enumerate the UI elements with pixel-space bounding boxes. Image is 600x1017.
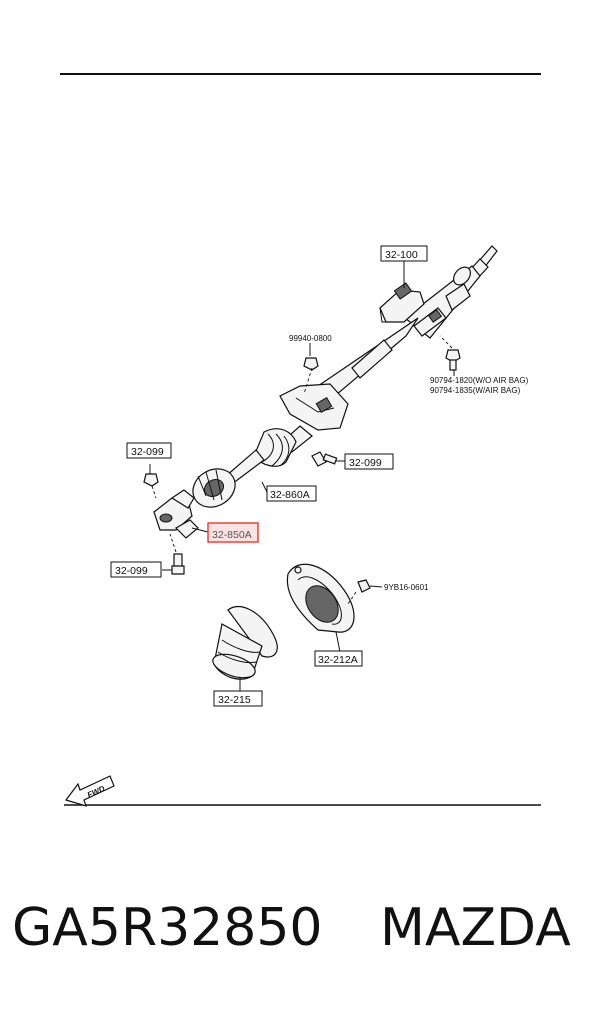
callout-32-099-left-bottom: 32-099 xyxy=(115,565,148,577)
brand-text: MAZDA xyxy=(380,898,571,958)
callout-32-215: 32-215 xyxy=(218,694,251,706)
bolt-32-099-left-top xyxy=(143,464,159,499)
callout-32-100: 32-100 xyxy=(385,249,418,261)
fwd-arrow-icon: FWD xyxy=(65,775,115,807)
callout-box-32-212a xyxy=(314,650,363,667)
universal-joint-32-850a xyxy=(153,489,209,539)
cover-32-212a xyxy=(286,563,355,653)
callout-90794-1835: 90794-1835(W/AIR BAG) xyxy=(430,386,521,395)
boot-32-860a xyxy=(192,428,297,508)
bolt-32-099-right xyxy=(311,451,346,467)
bolt-32-099-left-bottom xyxy=(162,533,185,575)
footer: GA5R32850 MAZDA xyxy=(0,898,600,978)
callout-90794-1820: 90794-1820(W/O AIR BAG) xyxy=(430,376,529,385)
boot-32-215 xyxy=(212,605,278,692)
callout-32-099-right: 32-099 xyxy=(349,457,382,469)
callout-32-212a: 32-212A xyxy=(318,654,358,666)
steering-column-assembly xyxy=(279,245,498,453)
part-number-text: GA5R32850 xyxy=(12,898,323,958)
nut-99940-0800 xyxy=(303,357,319,395)
callout-32-850a: 32-850A xyxy=(212,529,252,541)
nut-9yb16-0601 xyxy=(347,579,383,605)
callout-32-099-left-top: 32-099 xyxy=(131,446,164,458)
callout-32-860a: 32-860A xyxy=(270,489,310,501)
callout-box-32-099-left-top xyxy=(126,442,172,459)
callout-box-32-860a xyxy=(266,485,317,502)
callout-box-32-850a-highlight xyxy=(207,522,259,543)
callout-box-32-099-left-bottom xyxy=(110,561,162,578)
callout-box-32-215 xyxy=(213,690,263,707)
callout-99940-0800: 99940-0800 xyxy=(289,334,332,343)
callout-9yb16-0601: 9YB16-0601 xyxy=(384,583,429,592)
callout-box-32-099-right xyxy=(344,453,394,470)
bolt-90794 xyxy=(439,335,461,371)
